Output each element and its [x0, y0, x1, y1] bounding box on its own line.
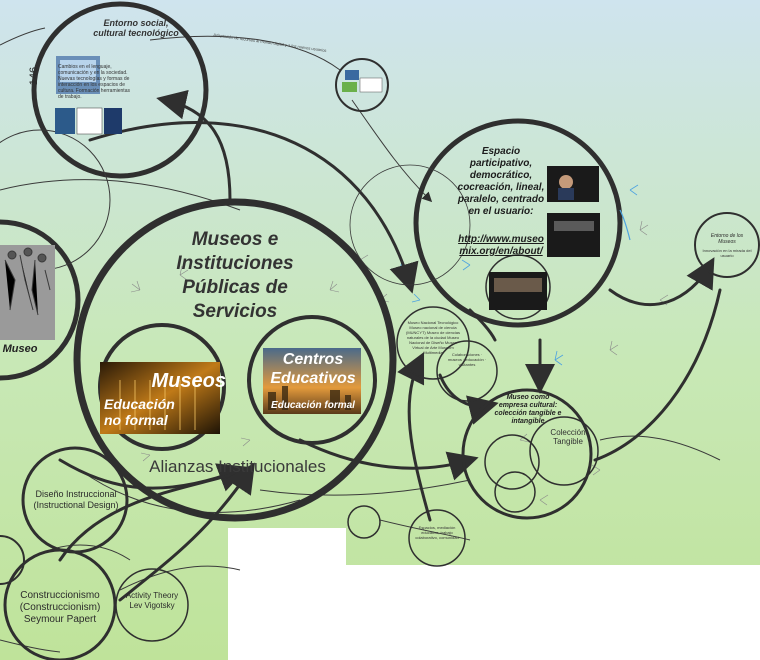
diseno-label: Diseño Instruccional (Instructional Desi…	[33, 489, 119, 510]
bottom-mid-text: Espacios, mediación educativa, trabajo c…	[415, 525, 459, 540]
video-thumb-2[interactable]	[547, 213, 600, 257]
construccionismo-label: Construccionismo (Construccionism) Seymo…	[19, 590, 101, 625]
circle-activity	[115, 568, 189, 642]
mid-list-text: Museo Nacional Tecnológico Museo naciona…	[405, 320, 460, 355]
small-top-thumb-a	[345, 70, 359, 80]
thumb-c	[104, 108, 122, 134]
small-top-thumb-b	[342, 82, 357, 92]
mid-list-2-text: Colaboraciones · museos · educación · vi…	[447, 352, 487, 367]
coleccion-label: Colección Tangible	[550, 428, 586, 446]
museos-instituciones-title: Museos e Instituciones Públicas de Servi…	[176, 229, 294, 322]
circle-thin-mid	[349, 164, 471, 286]
blank-area	[228, 565, 760, 660]
espacio-title: Espacio participativo, democrático, cocr…	[457, 146, 545, 217]
circle-entorno-social	[31, 1, 209, 179]
thick-connectors	[58, 89, 722, 602]
blank-area-2	[228, 528, 346, 568]
circle-bottom-small	[347, 505, 381, 539]
circle-centros	[247, 315, 377, 445]
dandelion-decoration	[130, 220, 669, 506]
centros-image	[263, 348, 361, 414]
circle-bottom-mid	[408, 509, 466, 567]
centros-card-title: Centros Educativos	[270, 351, 356, 387]
activity-label: Activity Theory Lev Vigotsky	[125, 591, 179, 610]
entorno-social-body: Cambios en el lenguaje, comunicación y e…	[58, 64, 130, 100]
museos-card-title: Museos	[151, 370, 226, 392]
espacio-url[interactable]: http://www.museomix.org/en/about/	[458, 234, 544, 257]
circle-espacio	[413, 118, 623, 328]
alianzas-label: Alianzas Institucionales	[149, 457, 326, 476]
page-number: 146	[28, 66, 40, 86]
circle-museo-left	[0, 219, 81, 381]
circle-museos-instituciones	[73, 198, 397, 522]
entorno-social-title: Entorno social, cultural tecnológico	[93, 18, 179, 38]
circle-inner-b	[494, 471, 536, 513]
thumb-b	[76, 107, 103, 135]
circle-construccionismo	[3, 548, 117, 660]
circle-mid-list-2	[436, 340, 498, 402]
museo-left-label: Museo	[2, 343, 38, 355]
circle-coleccion	[529, 416, 599, 486]
circle-small-top	[335, 58, 389, 112]
museos-card-subtitle: Educación no formal	[104, 396, 175, 428]
thumb-a	[55, 108, 75, 134]
circle-museo-empresa	[461, 388, 593, 520]
circle-inner-a	[484, 434, 540, 490]
entorno-museo-body: Innovación en la mirada del usuario	[702, 248, 752, 258]
museo-empresa-title: Museo como empresa cultural: colección t…	[494, 394, 562, 425]
circle-mid-list	[396, 306, 470, 380]
entorno-museo-title: Entorno de los Museos	[710, 233, 744, 245]
circle-video-3	[485, 254, 551, 320]
centros-card-subtitle: Educación formal	[271, 400, 355, 411]
circle-left-edge	[0, 535, 25, 585]
circle-entorno-museo	[694, 212, 760, 278]
